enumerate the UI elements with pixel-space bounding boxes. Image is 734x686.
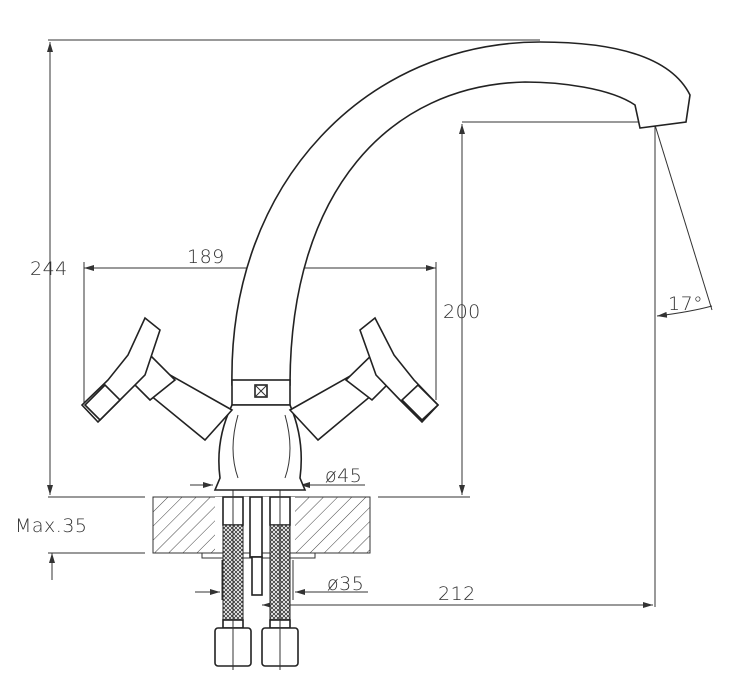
label-spout-height: 200 <box>443 301 481 323</box>
faucet-body <box>213 404 307 491</box>
label-spout-reach: 212 <box>438 583 476 605</box>
label-spout-angle: 17° <box>668 293 703 315</box>
right-handle <box>288 316 440 442</box>
label-mount-hole: ø35 <box>327 573 364 595</box>
left-handle <box>80 316 234 442</box>
spout <box>231 41 691 386</box>
supply-hoses <box>214 490 299 670</box>
dimension-lines <box>47 39 713 608</box>
label-max-thickness: Max.35 <box>15 515 88 537</box>
label-handle-span: 189 <box>187 246 225 268</box>
label-overall-height: 244 <box>30 258 68 280</box>
label-base-diameter: ø45 <box>325 465 362 487</box>
